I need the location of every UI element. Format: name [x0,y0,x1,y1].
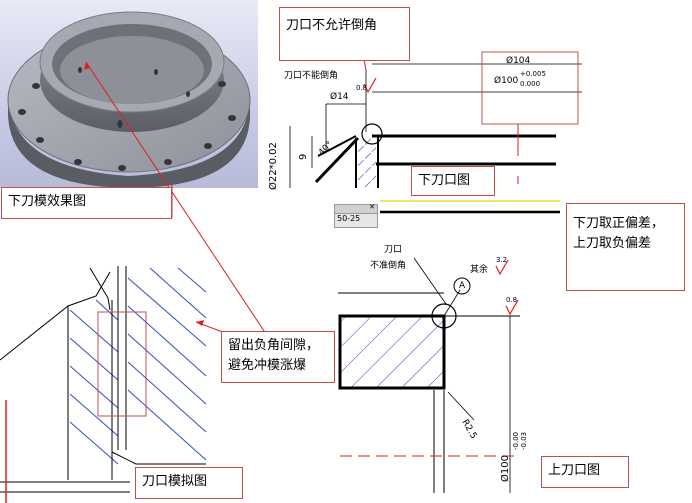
die-ring-image [7,11,251,188]
tol-upper: +0.005 [520,70,546,78]
roughness-upper: 0.8 [356,84,368,92]
upper-edge-drawing [338,200,560,493]
cad-toolbar-fragment: ✕ 50-25 [334,203,378,228]
dim-9: 9 [298,153,309,160]
dim-phi100: Ø100 [494,76,519,86]
datum-a: A [459,281,466,291]
close-icon: ✕ [369,203,375,211]
callout-tolerance-note: 下刀取正偏差， 上刀取负偏差 [566,203,685,291]
edge-label: 刀口 [384,245,403,255]
dim-phi104: Ø104 [506,56,531,66]
die-simulation-drawing [0,266,207,503]
tol-lower: 0.000 [520,80,541,88]
callout-lower-edge-view: 下刀口图 [411,166,495,196]
rest-label: 其余 [470,265,489,275]
roughness-lower: 0.8 [506,296,518,304]
callout-upper-edge-view: 上刀口图 [541,456,629,488]
no-chamfer-label: 不准倒角 [370,261,407,271]
callout-lower-die-effect: 下刀模效果图 [1,187,172,219]
callout-clearance-note: 留出负角间隙， 避免冲模涨爆 [221,331,335,383]
callout-no-chamfer-allowed: 刀口不允许倒角 [279,7,410,61]
edge-no-chamfer-label: 刀口不能倒角 [284,71,339,81]
dim-phi14: Ø14 [330,92,349,102]
tolerance-line-2: 上刀取负偏差 [573,236,652,251]
lower-edge-drawing [289,51,582,188]
dim-phi22: Ø22*0.02 [268,142,279,190]
clearance-line-1: 留出负角间隙， [228,338,320,353]
toolbar-text: 50-25 [337,214,361,223]
rest-roughness: 3.2 [496,256,508,264]
dim-phi100-lower: Ø100 [500,455,511,482]
callout-die-simulation: 刀口模拟图 [135,467,243,499]
lower-die-render [0,0,258,188]
tolerance-line-1: 下刀取正偏差， [573,216,665,231]
tol-a: -0.00 [512,431,520,450]
clearance-line-2: 避免冲模涨爆 [228,358,307,373]
tol-b: -0.03 [520,431,528,450]
